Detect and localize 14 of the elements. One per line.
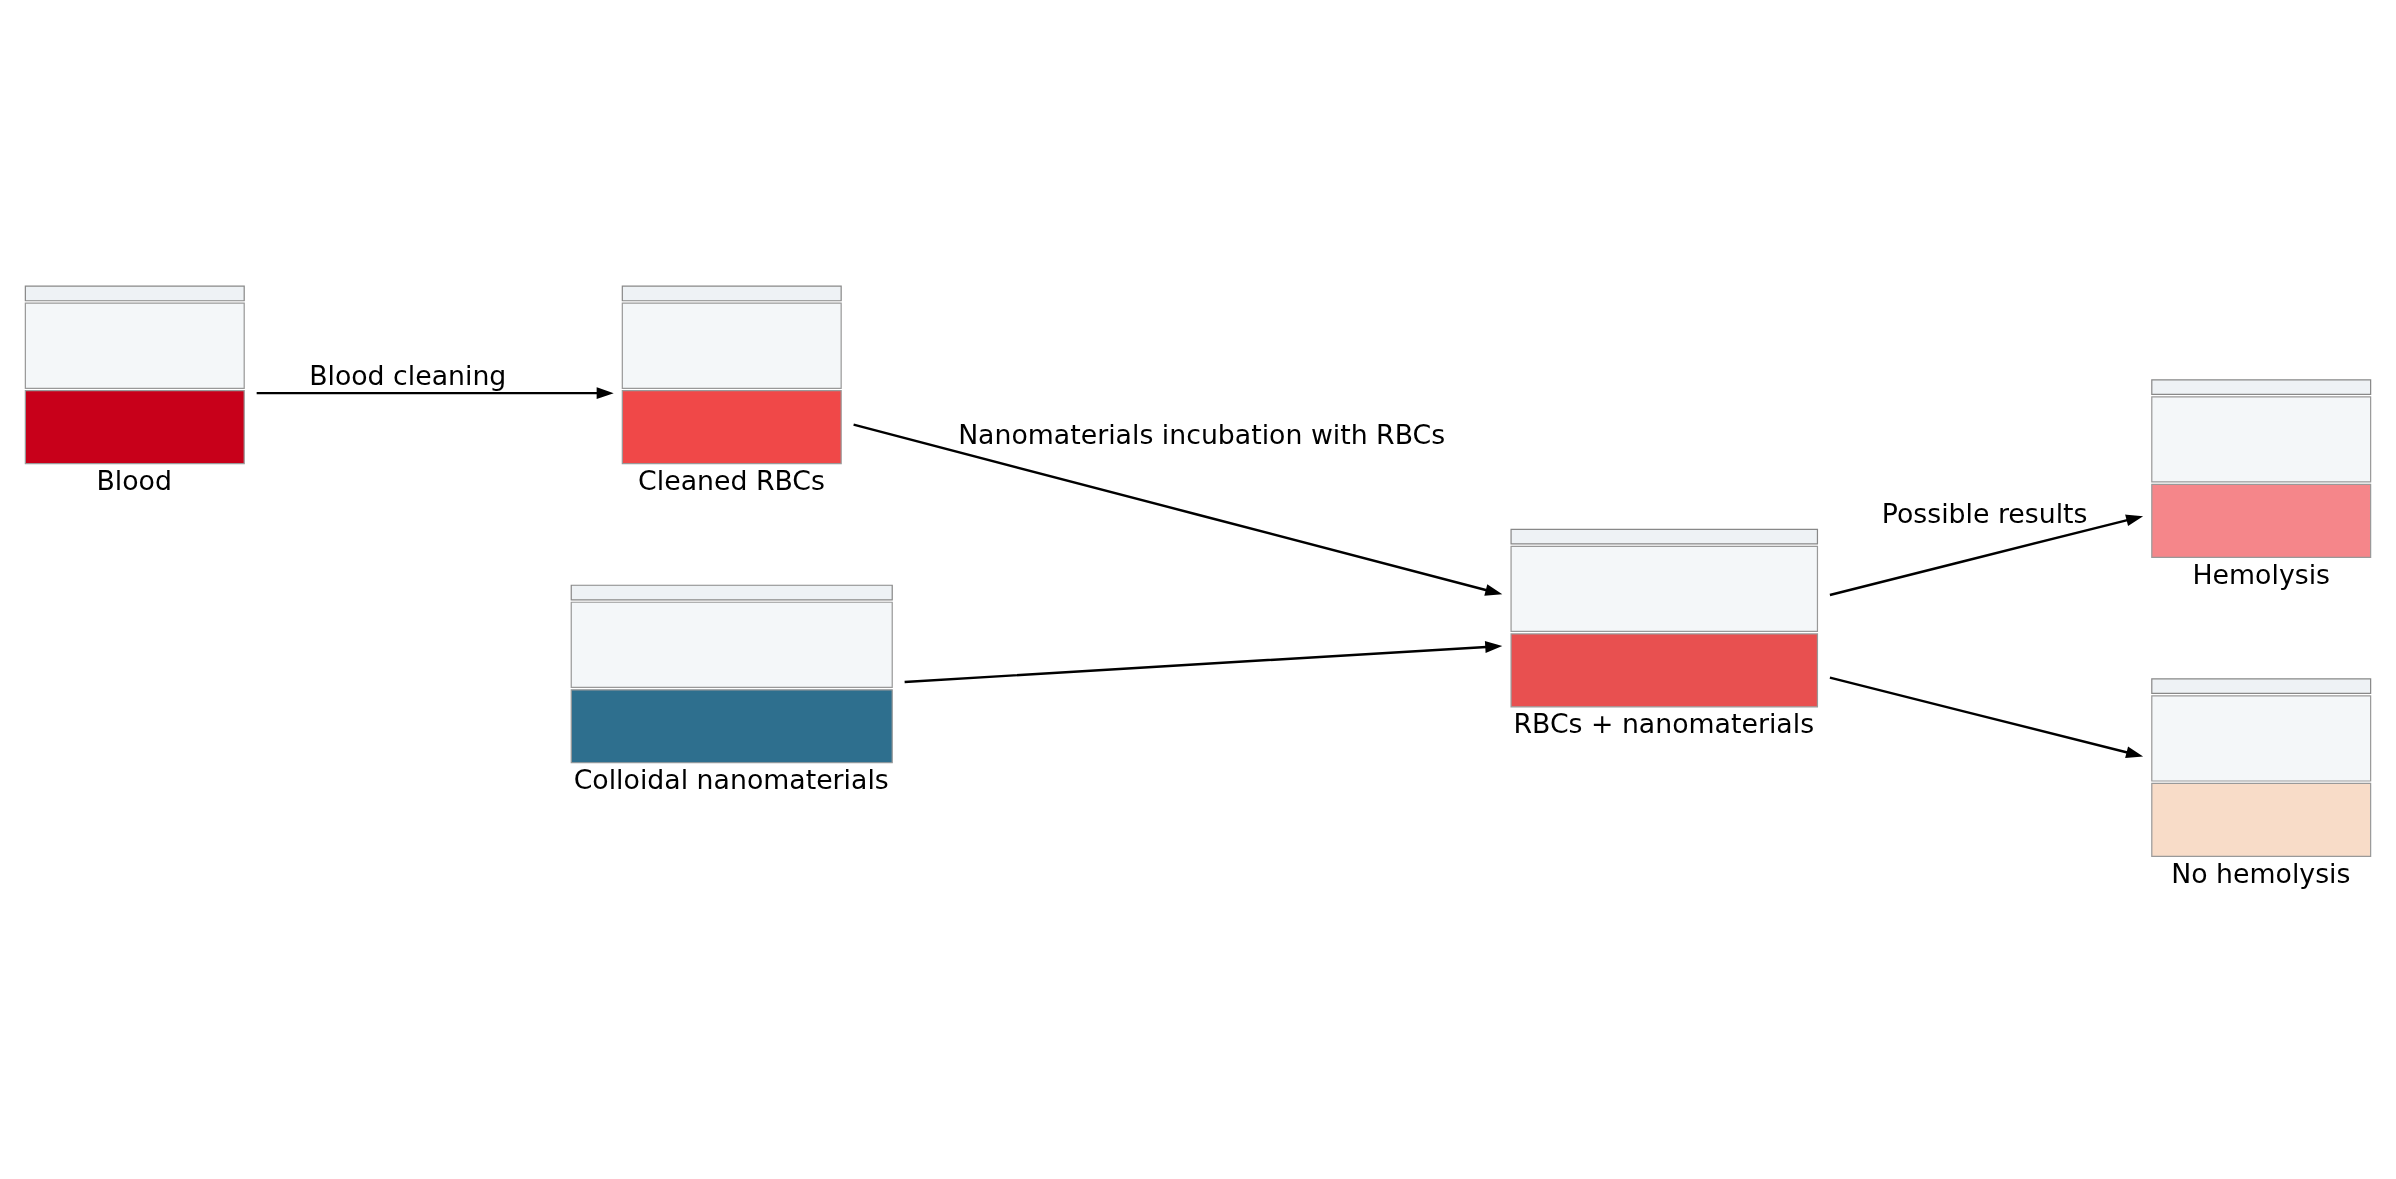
node-label: Cleaned RBCs: [638, 464, 825, 496]
edge-label: Blood cleaning: [309, 360, 507, 392]
edge-label: Nanomaterials incubation with RBCs: [958, 418, 1446, 450]
node-label: Colloidal nanomaterials: [573, 764, 889, 796]
edge-label: Possible results: [1881, 497, 2088, 529]
node-label: Hemolysis: [2192, 558, 2331, 590]
arrow: [256, 387, 614, 400]
arrow: [904, 641, 1503, 684]
arrow: [1829, 514, 2144, 597]
arrow: [1829, 676, 2144, 759]
node-label: No hemolysis: [2171, 857, 2351, 889]
node-label: Blood: [96, 464, 172, 496]
arrow: [853, 423, 1503, 596]
node-label: RBCs + nanomaterials: [1513, 708, 1815, 740]
